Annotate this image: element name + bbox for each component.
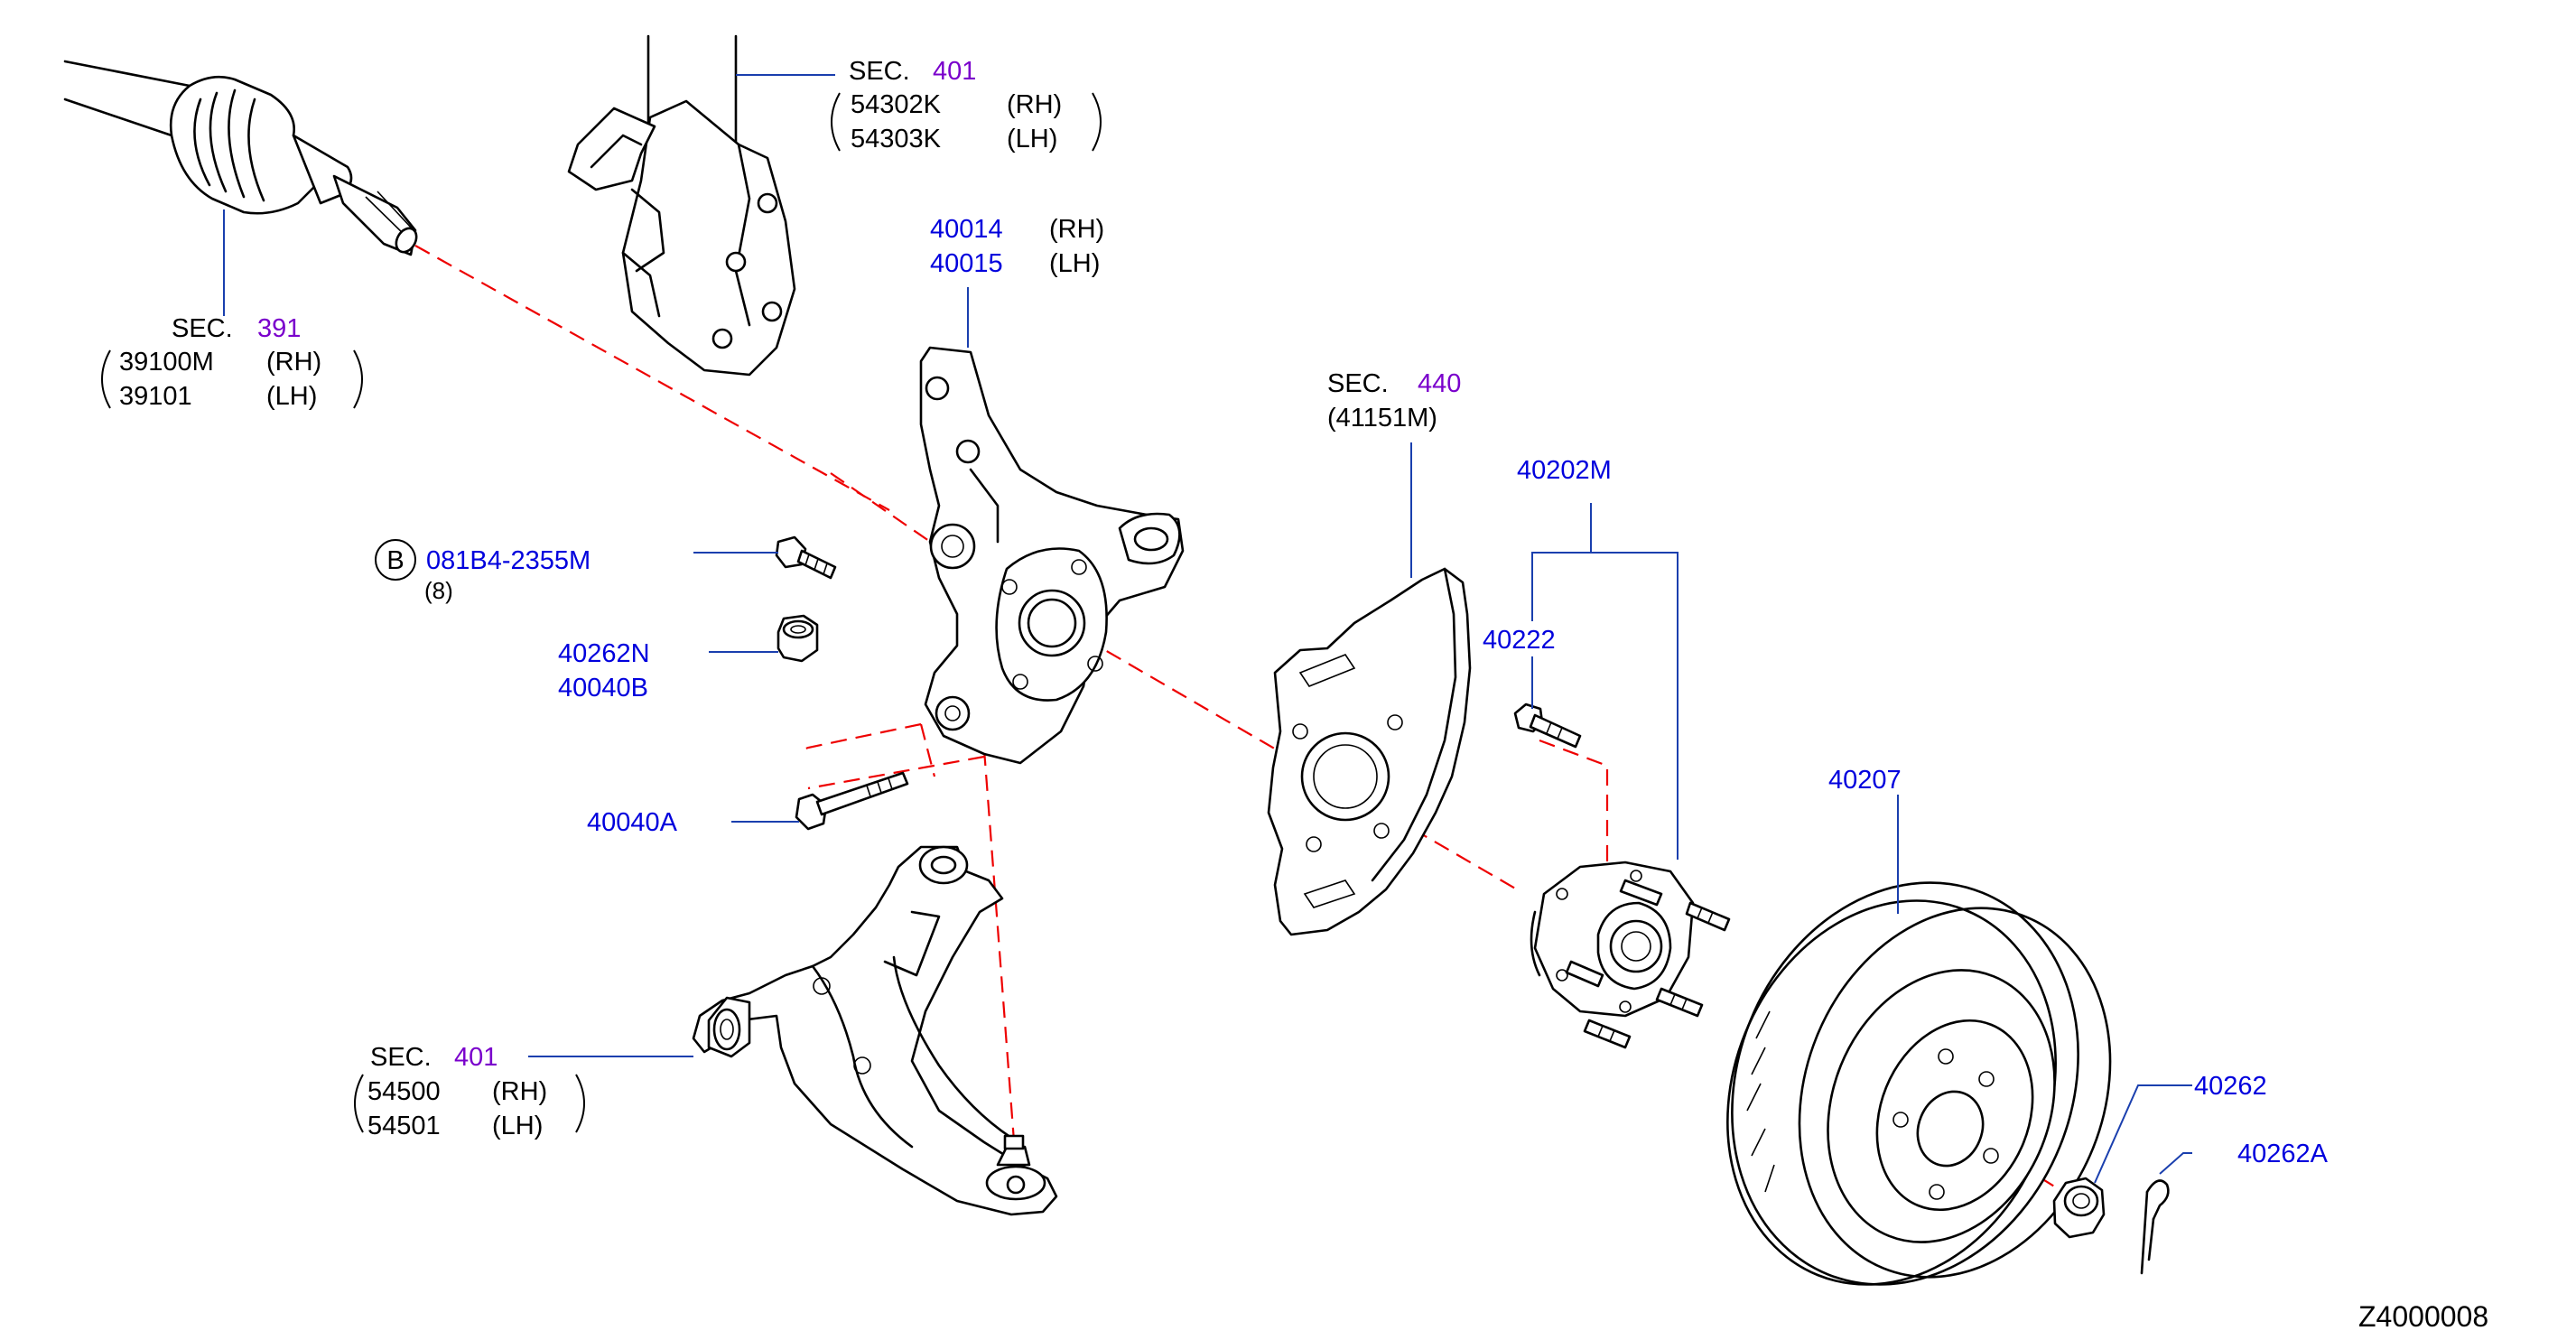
lower-arm-label: SEC. 401 54500 (RH) 54501 (LH) (367, 1043, 547, 1140)
nut-label: 40262N 40040B (558, 639, 650, 703)
baffle-part: (41151M) (1327, 404, 1437, 433)
lower-arm-rh-part: 54500 (367, 1077, 441, 1106)
knuckle-rh-part[interactable]: 40014 (930, 215, 1003, 244)
strut-sec-prefix: SEC. (849, 57, 910, 86)
wheel-studs (1565, 879, 1731, 1049)
knuckle-nut[interactable] (777, 614, 819, 663)
lower-bolt-part[interactable]: 40040A (587, 808, 678, 837)
bolt-b-label: B 081B4-2355M (8) (375, 539, 591, 604)
disc-rotor[interactable] (1671, 830, 2164, 1336)
lower-arm-sec-number[interactable]: 401 (454, 1043, 498, 1072)
hub-assembly-part[interactable]: 40202M (1517, 456, 1612, 485)
strut-lh-part: 54303K (851, 125, 942, 154)
baffle-plate-label: SEC. 440 (41151M) (1327, 369, 1461, 433)
bolt-b-symbol: B (386, 546, 404, 575)
baffle-plate[interactable] (1267, 567, 1472, 936)
drive-shaft-lh-side: (LH) (266, 382, 317, 411)
baffle-sec-prefix: SEC. (1327, 369, 1389, 398)
transverse-link[interactable] (692, 845, 1058, 1216)
steering-knuckle[interactable] (919, 346, 1185, 765)
drive-shaft-lh-part: 39101 (119, 382, 192, 411)
knuckle-bolt-b[interactable] (775, 535, 837, 580)
lower-arm-lh-part: 54501 (367, 1112, 441, 1140)
leader-lines (223, 74, 2192, 1184)
cotter-pin-part[interactable]: 40262A (2237, 1140, 2329, 1168)
drive-shaft[interactable] (63, 60, 421, 256)
hub-bolt[interactable] (1513, 703, 1582, 749)
nut-part-1[interactable]: 40262N (558, 639, 650, 668)
drive-shaft-rh-side: (RH) (266, 348, 321, 377)
axle-nut[interactable] (2052, 1177, 2106, 1239)
baffle-sec-number[interactable]: 440 (1418, 369, 1461, 398)
strut-rh-part: 54302K (851, 90, 942, 119)
strut-label: SEC. 401 54302K (RH) 54303K (LH) (849, 57, 1062, 154)
drive-shaft-sec-number[interactable]: 391 (257, 314, 301, 343)
hub-bolt-part[interactable]: 40222 (1483, 626, 1556, 655)
strut-assembly[interactable] (567, 34, 796, 377)
drive-shaft-label: SEC. 391 39100M (RH) 39101 (LH) (119, 314, 321, 411)
knuckle-lh-part[interactable]: 40015 (930, 249, 1003, 278)
drive-shaft-rh-part: 39100M (119, 348, 214, 377)
knuckle-lh-side: (LH) (1049, 249, 1100, 278)
hub-nut-part[interactable]: 40262 (2194, 1072, 2267, 1101)
strut-sec-number[interactable]: 401 (933, 57, 976, 86)
lower-arm-rh-side: (RH) (492, 1077, 547, 1106)
lower-ball-joint-bolt[interactable] (795, 771, 909, 831)
bolt-b-part[interactable]: 081B4-2355M (426, 546, 591, 575)
lower-arm-sec-prefix: SEC. (370, 1043, 432, 1072)
bolt-b-symbol-circle (375, 539, 416, 581)
knuckle-rh-side: (RH) (1049, 215, 1104, 244)
rotor-part[interactable]: 40207 (1828, 766, 1902, 795)
knuckle-label: 40014 (RH) 40015 (LH) (930, 215, 1104, 278)
strut-rh-side: (RH) (1007, 90, 1062, 119)
diagram-id: Z4000008 (2358, 1300, 2488, 1333)
grouping-brackets (101, 92, 1102, 1133)
hub-bearing-assembly[interactable] (1530, 861, 1731, 1049)
lower-arm-lh-side: (LH) (492, 1112, 543, 1140)
strut-lh-side: (LH) (1007, 125, 1057, 154)
cotter-pin[interactable] (2140, 1179, 2170, 1275)
drive-shaft-sec-prefix: SEC. (172, 314, 233, 343)
bolt-b-qty: (8) (424, 577, 453, 604)
nut-part-2[interactable]: 40040B (558, 674, 648, 703)
